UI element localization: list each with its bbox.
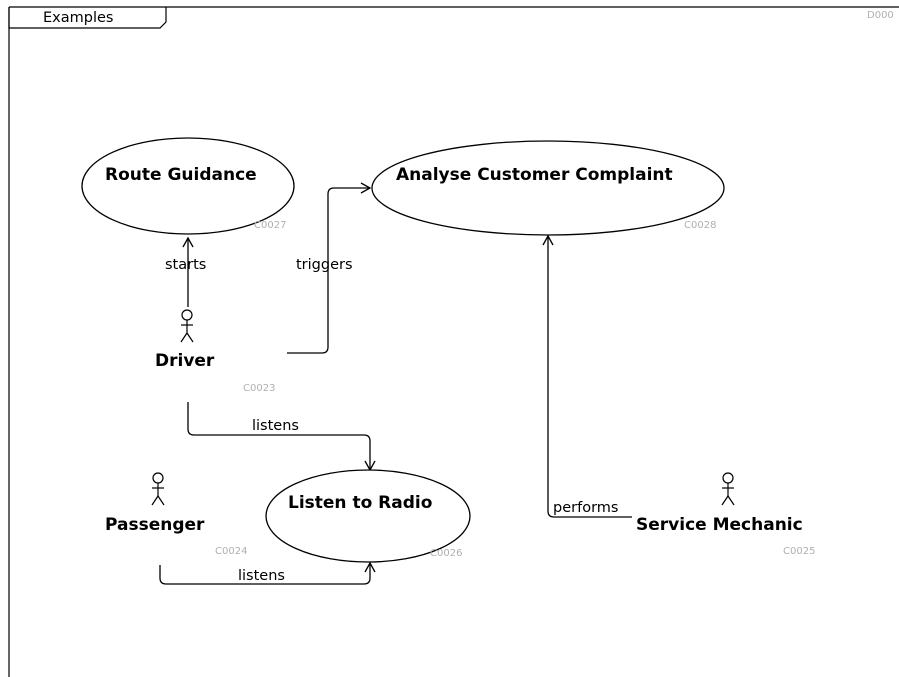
stick-figure-icon — [180, 309, 194, 343]
actor-driver[interactable]: Driver C0023 — [155, 309, 275, 394]
relation-label-performs: performs — [553, 500, 618, 516]
relation-performs[interactable]: performs — [542, 234, 632, 518]
use-case-name: Analyse Customer Complaint — [396, 165, 673, 185]
actor-name: Service Mechanic — [636, 515, 803, 535]
actor-service-mechanic[interactable]: Service Mechanic C0025 — [636, 472, 815, 557]
diagram-frame: Examples D000 — [8, 6, 899, 677]
actor-id: C0025 — [783, 546, 815, 557]
actor-passenger[interactable]: Passenger C0024 — [105, 472, 247, 557]
relation-starts[interactable]: starts — [165, 236, 206, 307]
use-case-route-guidance[interactable]: Route Guidance C0027 — [81, 137, 295, 235]
use-case-name: Listen to Radio — [288, 493, 432, 513]
frame-title: Examples — [43, 10, 113, 26]
use-case-name: Route Guidance — [105, 165, 257, 185]
actor-id: C0023 — [243, 383, 275, 394]
relation-label-triggers: triggers — [296, 257, 353, 273]
relation-triggers[interactable]: triggers — [287, 182, 372, 354]
use-case-id: C0027 — [254, 220, 286, 231]
relation-label-driver-listens: listens — [252, 418, 299, 434]
relation-driver-listens[interactable]: listens — [187, 402, 376, 472]
stick-figure-icon — [151, 472, 165, 506]
use-case-id: C0026 — [430, 548, 462, 559]
use-case-analyse-customer-complaint[interactable]: Analyse Customer Complaint C0028 — [371, 140, 725, 236]
stick-figure-icon — [721, 472, 735, 506]
actor-name: Driver — [155, 351, 215, 371]
frame-title-tab — [8, 7, 167, 29]
actor-name: Passenger — [105, 515, 205, 535]
relation-label-passenger-listens: listens — [238, 568, 285, 584]
use-case-id: C0028 — [684, 220, 716, 231]
actor-id: C0024 — [215, 546, 247, 557]
relation-passenger-listens[interactable]: listens — [159, 561, 376, 585]
frame-id: D000 — [867, 10, 894, 21]
relation-label-starts: starts — [165, 257, 206, 273]
use-case-listen-to-radio[interactable]: Listen to Radio C0026 — [265, 469, 471, 563]
